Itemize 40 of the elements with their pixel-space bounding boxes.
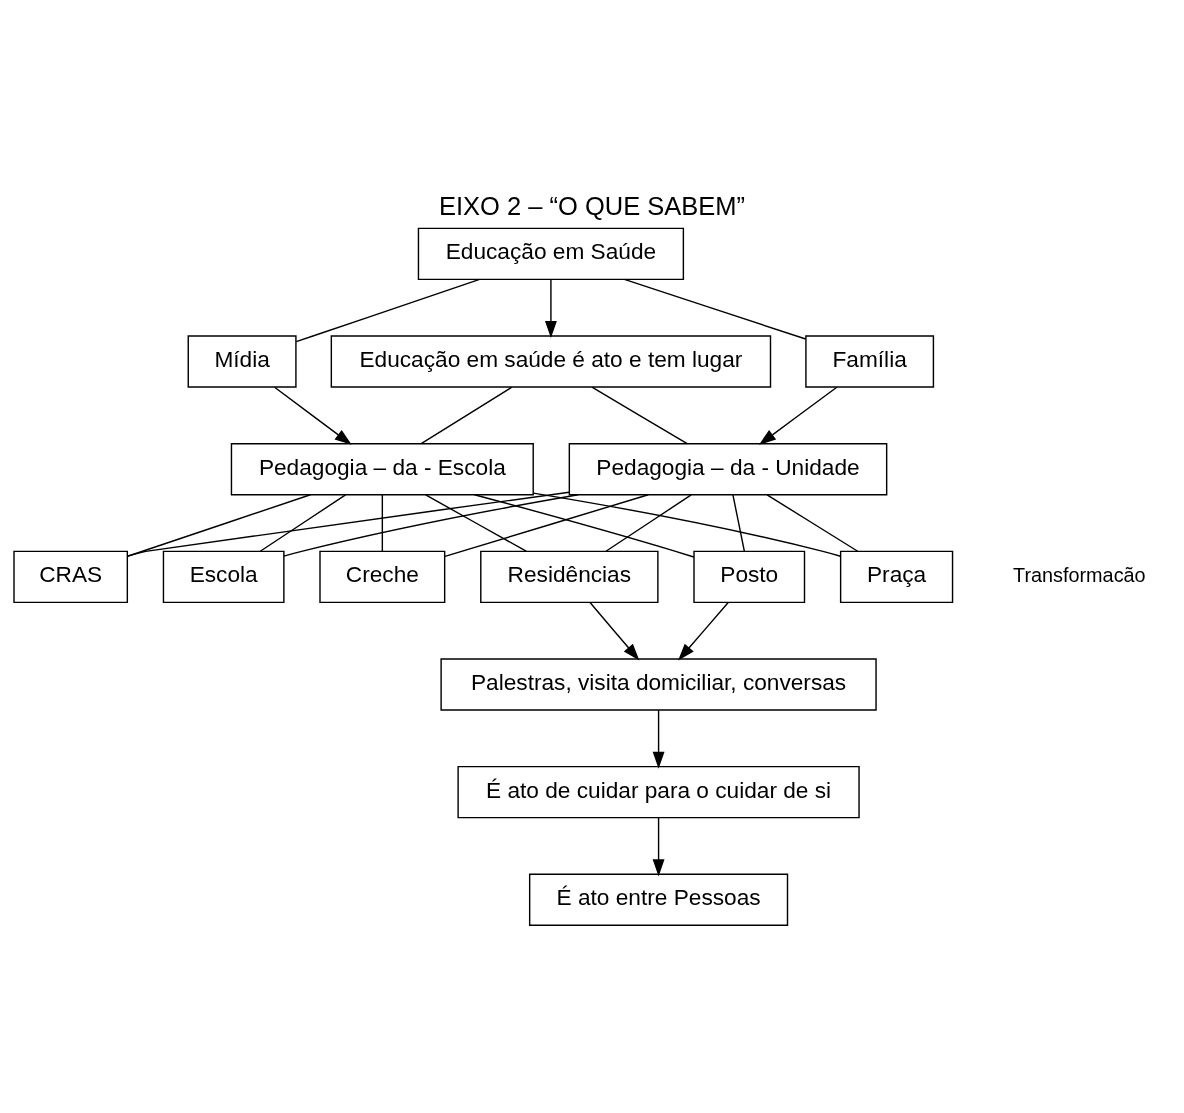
node-box: É ato entre Pessoas xyxy=(528,873,789,926)
node-box: Pedagogia – da - Unidade xyxy=(568,442,888,495)
connector xyxy=(473,493,695,558)
node-box: Palestras, visita domiciliar, conversas xyxy=(440,657,877,711)
arrow xyxy=(652,709,665,769)
arrow xyxy=(652,816,665,876)
connector xyxy=(126,491,570,557)
node-box: Mídia xyxy=(187,334,297,388)
connector xyxy=(444,493,649,557)
node-box: Escola xyxy=(162,550,285,603)
connector xyxy=(623,278,807,340)
arrow xyxy=(589,601,640,661)
node-box: Educação em Saúde xyxy=(417,227,685,280)
diagram-title: EIXO 2 – “O QUE SABEM” xyxy=(438,191,746,220)
node-box: Creche xyxy=(319,550,446,603)
connector xyxy=(381,493,384,552)
arrow xyxy=(758,386,838,445)
arrow xyxy=(273,386,352,445)
node-box: Praça xyxy=(839,550,954,603)
connector xyxy=(420,386,513,444)
connector xyxy=(605,493,692,552)
connector xyxy=(425,493,527,552)
node-box: Educação em saúde é ato e tem lugar xyxy=(330,334,772,388)
connector xyxy=(126,493,312,557)
connector xyxy=(283,493,579,557)
node-box: Pedagogia – da - Escola xyxy=(230,442,534,495)
node-box: Residências xyxy=(480,550,659,603)
connector xyxy=(732,493,746,552)
connector xyxy=(532,491,842,557)
node-box: É ato de cuidar para o cuidar de si xyxy=(457,765,860,818)
connector xyxy=(766,493,859,552)
node-box: Família xyxy=(805,334,935,388)
node-box: Posto xyxy=(693,550,806,603)
connector xyxy=(591,386,688,444)
arrow xyxy=(544,278,557,338)
node-box: CRAS xyxy=(13,550,129,603)
arrow xyxy=(678,601,729,661)
connector xyxy=(295,278,481,342)
label: Transformacão xyxy=(1013,563,1146,586)
connector xyxy=(259,493,347,552)
